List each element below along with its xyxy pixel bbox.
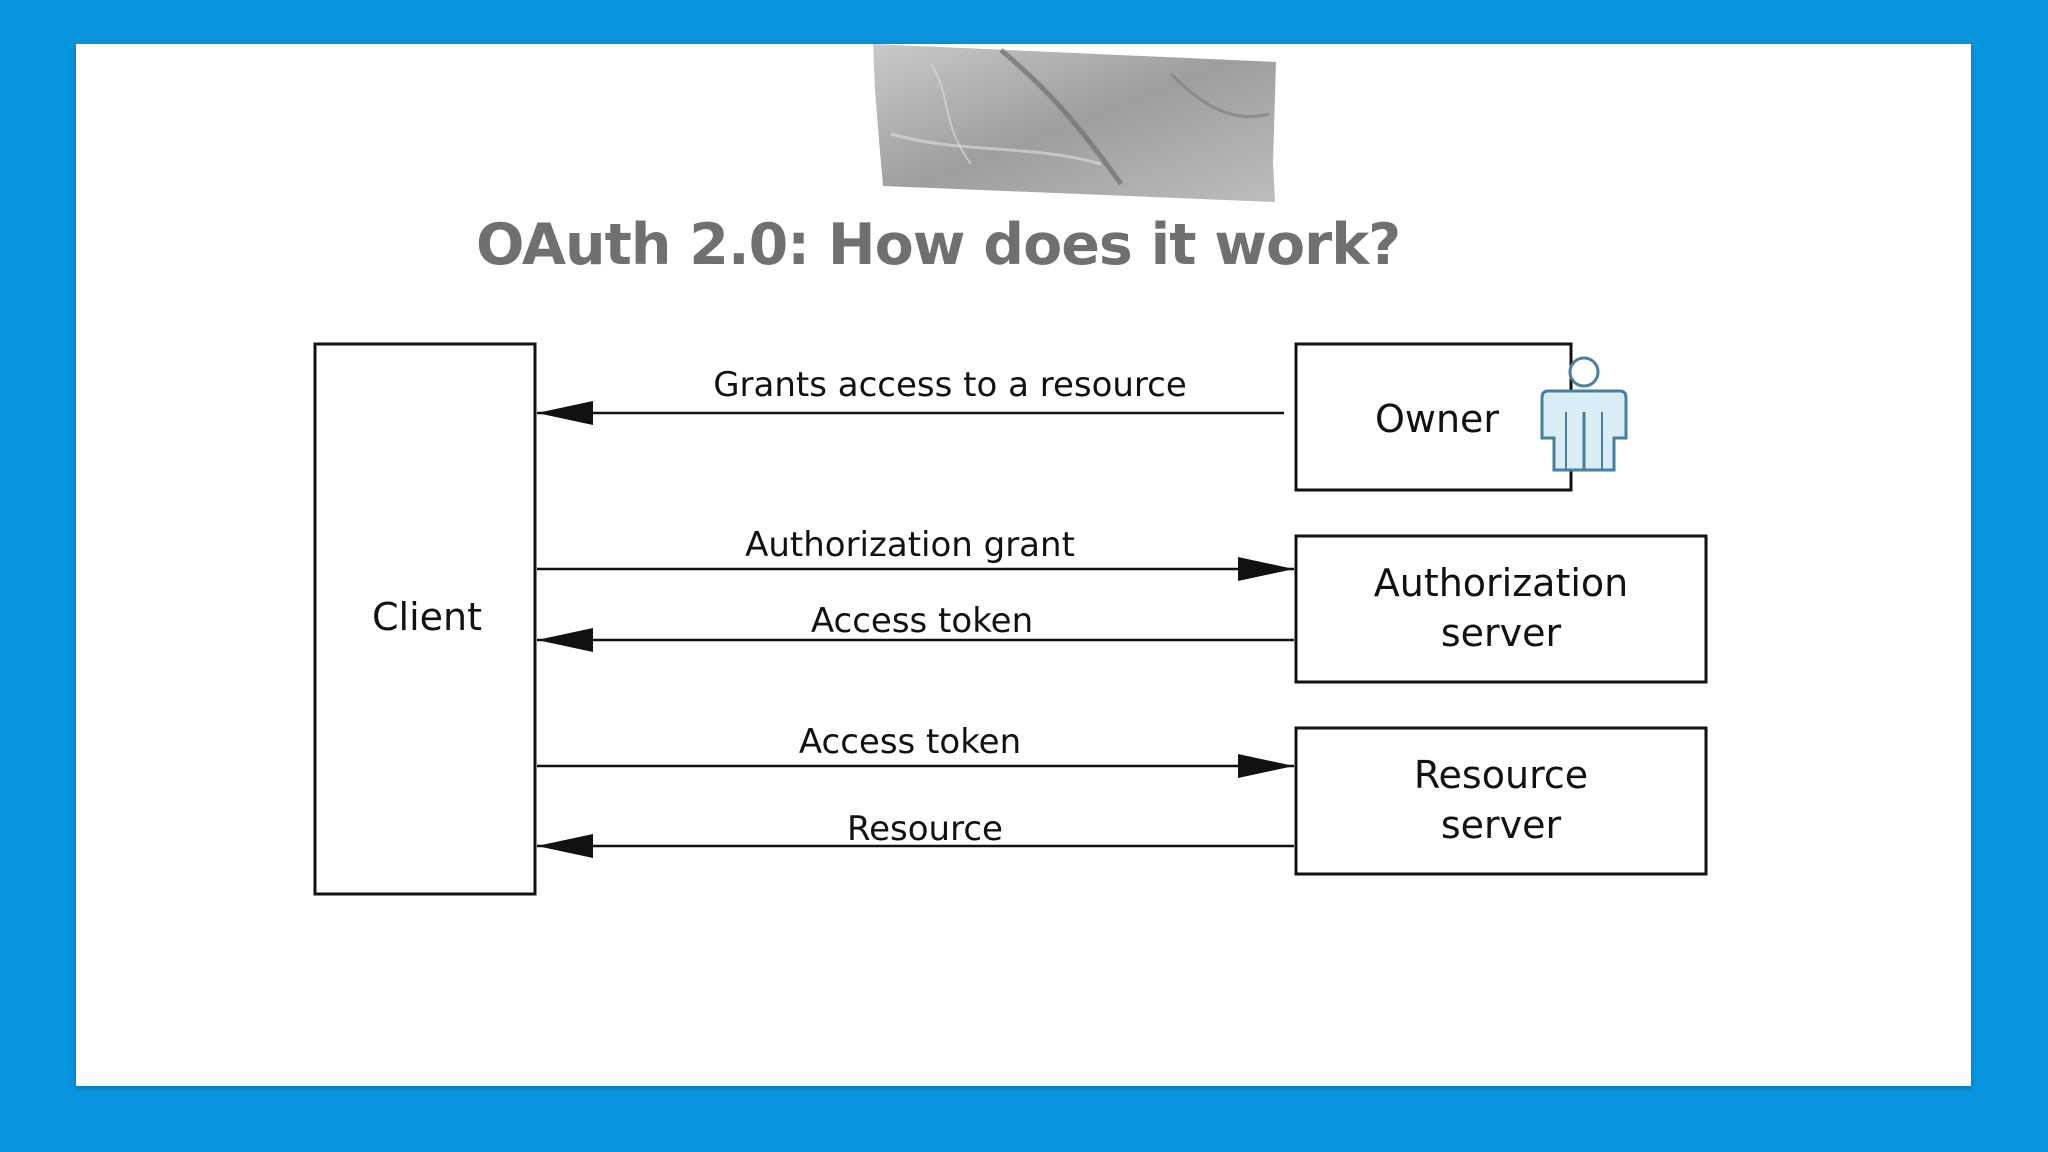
resource-server-label-line2: server [1441, 803, 1562, 847]
edge-resource-label: Resource [847, 809, 1003, 849]
authorization-server-node: Authorization server [1294, 534, 1708, 684]
edge-access-token-send-label: Access token [799, 722, 1021, 762]
owner-label: Owner [1375, 397, 1499, 441]
edge-access-token-return: Access token [537, 601, 1294, 652]
tape-decoration [873, 44, 1276, 202]
client-label: Client [372, 595, 482, 639]
edge-authorization-grant: Authorization grant [537, 525, 1294, 581]
authorization-server-label-line1: Authorization [1374, 561, 1629, 605]
authorization-server-label-line2: server [1441, 611, 1562, 655]
edge-resource: Resource [537, 809, 1294, 858]
resource-server-label-line1: Resource [1414, 753, 1588, 797]
person-icon [1540, 356, 1628, 472]
edge-authorization-grant-label: Authorization grant [745, 525, 1075, 565]
owner-node: Owner [1294, 342, 1628, 492]
edge-access-token-send: Access token [537, 722, 1294, 778]
edge-grants-access-label: Grants access to a resource [713, 365, 1187, 405]
edge-access-token-return-label: Access token [811, 601, 1033, 641]
edge-grants-access: Grants access to a resource [537, 365, 1284, 425]
client-node: Client [313, 342, 537, 896]
resource-server-node: Resource server [1294, 726, 1708, 876]
slide-title: OAuth 2.0: How does it work? [476, 212, 1401, 278]
